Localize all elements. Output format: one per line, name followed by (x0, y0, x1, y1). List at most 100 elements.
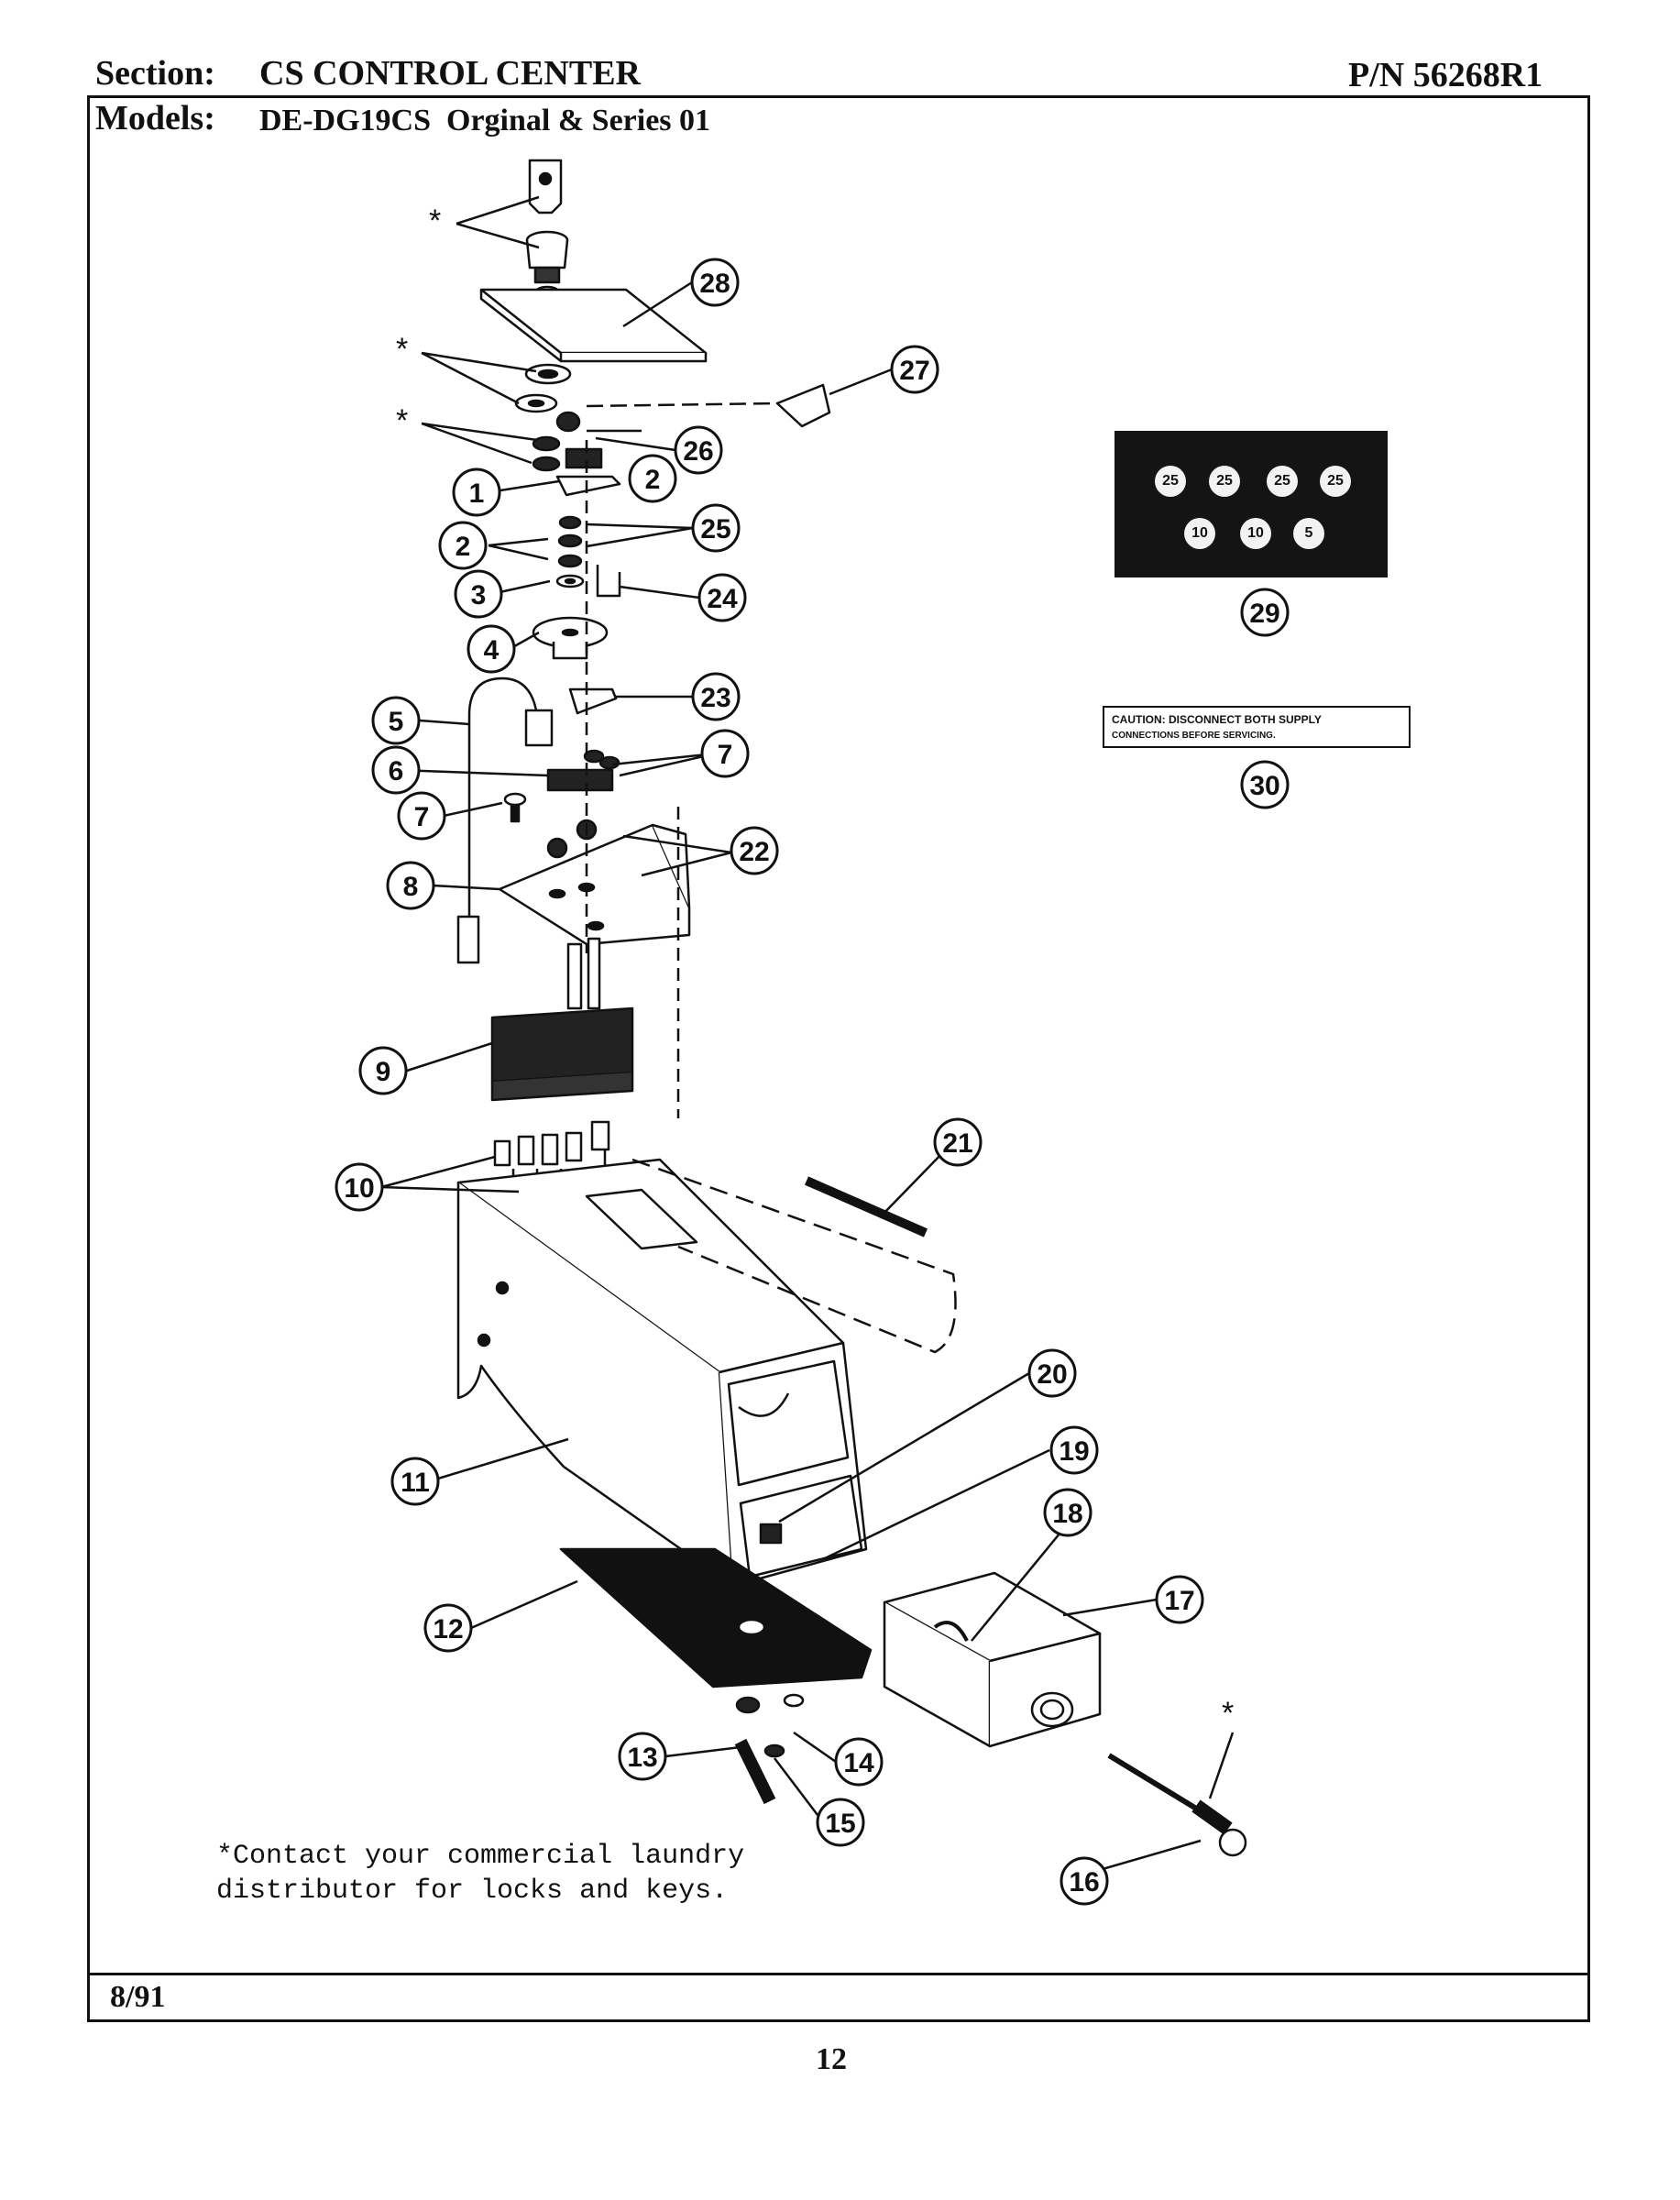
coin-10-a: 10 (1184, 518, 1215, 549)
callout-7-b: 7 (397, 791, 446, 841)
asterisk-washers-upper: * (396, 332, 408, 367)
callout-label: 24 (707, 584, 738, 614)
callout-label: 5 (389, 707, 404, 737)
callout-22: 22 (730, 826, 779, 875)
callout-label: 1 (469, 478, 485, 509)
asterisk-drawer-lock: * (1222, 1696, 1234, 1731)
callout-label: 26 (683, 436, 713, 467)
revision-date: 8/91 (110, 1980, 166, 2014)
callout-label: 19 (1059, 1436, 1089, 1467)
price-dial-drawing (586, 383, 831, 428)
coin-10-b: 10 (1240, 518, 1271, 549)
callout-label: 12 (433, 1614, 463, 1644)
callout-label: 18 (1052, 1499, 1082, 1529)
callout-label: 23 (700, 683, 730, 713)
callout-15: 15 (816, 1798, 865, 1847)
coin-25-d: 25 (1320, 466, 1351, 497)
key-drawing (528, 159, 563, 214)
callout-label: 7 (718, 740, 733, 770)
callout-label: 6 (389, 756, 404, 786)
callout-label: 9 (376, 1057, 391, 1087)
callout-7: 7 (700, 729, 750, 778)
callout-29: 29 (1240, 588, 1290, 637)
callout-label: 3 (471, 580, 487, 610)
bracket-23-drawing (568, 688, 618, 715)
footnote: *Contact your commercial laundry distrib… (216, 1839, 744, 1908)
callout-25: 25 (691, 503, 741, 553)
caution-line-1: CAUTION: DISCONNECT BOTH SUPPLY (1112, 713, 1322, 726)
callout-5: 5 (371, 696, 421, 745)
callout-1: 1 (452, 468, 501, 517)
caution-label: CAUTION: DISCONNECT BOTH SUPPLY CONNECTI… (1103, 706, 1411, 748)
callout-label: 25 (700, 514, 730, 544)
asterisk-washers-lower: * (396, 403, 408, 438)
callout-label: 20 (1037, 1359, 1067, 1390)
cover-plate-drawing (479, 288, 708, 363)
callout-27: 27 (890, 345, 939, 394)
latch-plate-drawing (555, 429, 642, 497)
callout-14: 14 (834, 1737, 884, 1787)
callout-label: 27 (899, 356, 929, 386)
callout-label: 10 (344, 1173, 374, 1204)
lock-parts-drawing (734, 1693, 805, 1805)
coin-25-b: 25 (1209, 466, 1240, 497)
callout-label: 21 (942, 1128, 972, 1159)
callout-label: 14 (843, 1748, 874, 1778)
wire-harness-drawing (456, 676, 554, 964)
callout-10: 10 (335, 1162, 384, 1212)
callout-20: 20 (1027, 1348, 1077, 1398)
callout-label: 8 (403, 872, 419, 902)
callout-3: 3 (454, 569, 503, 619)
callout-16: 16 (1060, 1856, 1109, 1906)
callout-18: 18 (1043, 1488, 1093, 1537)
callout-label: 2 (456, 532, 471, 562)
shaft-drawing (631, 1158, 957, 1354)
section-title: CS CONTROL CENTER (259, 54, 641, 93)
callout-label: 30 (1249, 771, 1279, 801)
caution-line-2: CONNECTIONS BEFORE SERVICING. (1112, 731, 1276, 741)
callout-label: 29 (1249, 599, 1279, 629)
coin-5: 5 (1293, 518, 1324, 549)
cam-drawing (532, 616, 609, 660)
callout-6: 6 (371, 745, 421, 795)
callout-9: 9 (358, 1046, 408, 1095)
mounting-plate-drawing (498, 819, 691, 946)
center-washers-drawing (555, 515, 585, 588)
coin-25-a: 25 (1155, 466, 1186, 497)
models-value: DE-DG19CS Orginal & Series 01 (259, 104, 711, 138)
callout-label: 22 (739, 837, 769, 867)
coin-price-label: 25 25 25 25 10 10 5 (1115, 431, 1388, 578)
callout-label: 17 (1164, 1586, 1194, 1616)
callout-11: 11 (390, 1457, 440, 1506)
switch-drawing (546, 749, 620, 792)
callout-24: 24 (697, 573, 747, 622)
models-label: Models: (95, 99, 215, 138)
callout-23: 23 (691, 672, 741, 721)
page-frame (87, 95, 1590, 2022)
timer-motor-drawing (490, 937, 634, 1102)
footer-rule (87, 1973, 1590, 1975)
callout-label: 2 (645, 465, 661, 495)
callout-8: 8 (386, 861, 435, 910)
page-number: 12 (816, 2042, 847, 2076)
footnote-line-1: *Contact your commercial laundry (216, 1841, 745, 1872)
cabinet-drawing (456, 1158, 868, 1588)
callout-label: 15 (825, 1809, 855, 1839)
bracket-24-drawing (596, 565, 621, 598)
callout-19: 19 (1049, 1425, 1099, 1475)
lock-cylinder-drawing (525, 230, 569, 298)
callout-label: 13 (627, 1743, 657, 1773)
callout-30: 30 (1240, 760, 1290, 809)
callout-label: 28 (699, 269, 730, 299)
coin-25-c: 25 (1267, 466, 1298, 497)
coin-box-drawing (883, 1571, 1102, 1748)
callout-2-b: 2 (438, 521, 488, 570)
washer-stack-drawing (514, 363, 581, 472)
base-plate-drawing (559, 1547, 873, 1688)
callout-4: 4 (467, 624, 516, 674)
part-number: P/N 56268R1 (1348, 56, 1543, 94)
callout-21: 21 (933, 1117, 983, 1167)
callout-13: 13 (618, 1732, 667, 1781)
drawer-lock-drawing (1107, 1753, 1247, 1857)
